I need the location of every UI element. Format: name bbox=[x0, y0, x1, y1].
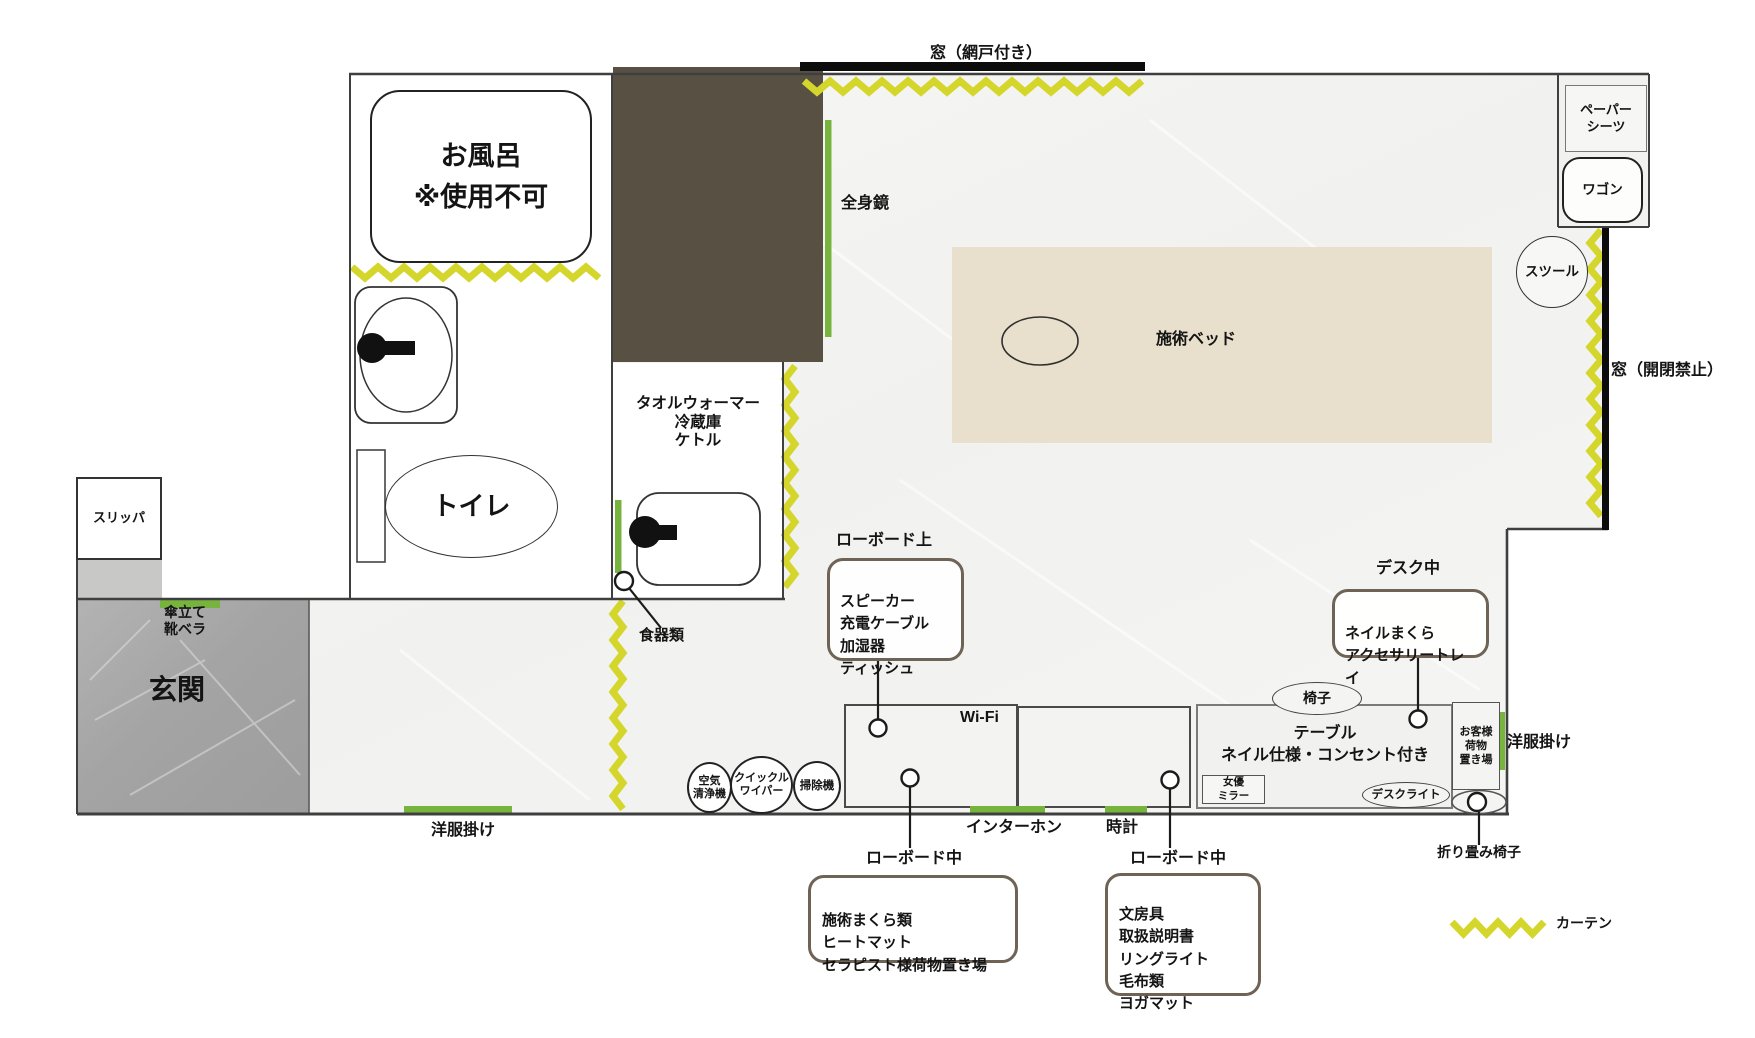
callout-lowboard-left-items: 施術まくら類 ヒートマット セラピスト様荷物置き場 bbox=[822, 911, 988, 974]
curtain-legend-label: カーテン bbox=[1556, 915, 1612, 931]
bathroom-faucet bbox=[357, 333, 387, 363]
curtain-kitchen bbox=[780, 363, 800, 590]
bathtub: お風呂 ※使用不可 bbox=[370, 90, 592, 263]
wagon-label: ワゴン bbox=[1582, 181, 1623, 197]
chair: 椅子 bbox=[1272, 682, 1362, 715]
callout-lowboard-left-title: ローボード中 bbox=[866, 850, 963, 867]
callout-lowboard-top-items: スピーカー 充電ケーブル 加湿器 ティッシュ bbox=[840, 592, 930, 678]
umbrella-bar bbox=[160, 600, 220, 608]
customer-luggage-label: お客様 荷物 置き場 bbox=[1459, 725, 1493, 767]
customer-luggage-bar bbox=[1497, 712, 1505, 770]
treatment-bed-label: 施術ベッド bbox=[1156, 331, 1237, 348]
top-window-label: 窓（網戸付き） bbox=[930, 45, 1043, 62]
bed-pillow bbox=[1001, 316, 1079, 366]
air-purifier: 空気 清浄機 bbox=[687, 762, 732, 813]
dishes-bar bbox=[615, 500, 622, 573]
clock-label: 時計 bbox=[1106, 819, 1139, 836]
callout-connectors bbox=[628, 587, 1481, 848]
customer-luggage-area: お客様 荷物 置き場 bbox=[1452, 702, 1500, 790]
kitchen-appliances-label: タオルウォーマー 冷蔵庫 ケトル bbox=[635, 395, 760, 450]
slippers-label: スリッパ bbox=[92, 510, 145, 526]
nail-table-label: テーブル ネイル仕様・コンセント付き bbox=[1220, 725, 1429, 765]
folding-chair-label: 折り畳み椅子 bbox=[1437, 844, 1521, 860]
vacuum-cleaner-label: 掃除機 bbox=[799, 779, 835, 792]
callout-lowboard-right-items: 文房具 取扱説明書 リングライト 毛布類 ヨガマット bbox=[1119, 906, 1210, 1012]
clothes-rack-right-label: 洋服掛け bbox=[1507, 734, 1572, 751]
actress-mirror: 女優 ミラー bbox=[1202, 775, 1265, 804]
stool: スツール bbox=[1516, 236, 1588, 308]
entrance-floor bbox=[77, 600, 309, 814]
lowboard-right bbox=[1017, 706, 1191, 808]
walls bbox=[76, 72, 1650, 816]
callout-lowboard-top: スピーカー 充電ケーブル 加湿器 ティッシュ bbox=[827, 558, 964, 677]
entrance-step-strip bbox=[77, 560, 162, 599]
desk-light-label: デスクライト bbox=[1371, 788, 1441, 801]
top-window bbox=[800, 62, 1145, 71]
quickle-wiper-label: クイックル ワイパー bbox=[734, 772, 789, 797]
main-room-floor bbox=[77, 75, 1649, 814]
clothes-rack-left-bar bbox=[404, 806, 512, 814]
umbrella-stand-label: 傘立て 靴ベラ bbox=[164, 604, 206, 638]
green-markers bbox=[160, 120, 1505, 814]
toilet-label: トイレ bbox=[432, 491, 511, 522]
right-window bbox=[1602, 228, 1609, 530]
toilet: トイレ bbox=[385, 455, 558, 558]
chair-label: 椅子 bbox=[1303, 689, 1331, 706]
right-window-label: 窓（開閉禁止） bbox=[1611, 362, 1724, 379]
kitchen-faucet bbox=[629, 516, 661, 548]
quickle-wiper: クイックル ワイパー bbox=[730, 756, 793, 814]
treatment-bed bbox=[952, 247, 1492, 443]
toilet-shelf bbox=[356, 449, 386, 563]
clothes-rack-left-label: 洋服掛け bbox=[431, 822, 496, 839]
entrance-texture bbox=[89, 619, 301, 796]
kitchen-sink bbox=[629, 492, 761, 586]
intercom-label: インターホン bbox=[966, 819, 1063, 836]
bathtub-label: お風呂 ※使用不可 bbox=[413, 141, 549, 212]
callout-points bbox=[613, 570, 1488, 813]
curtain-bath bbox=[349, 262, 602, 283]
clock-bar bbox=[1105, 806, 1147, 814]
callout-desk-title: デスク中 bbox=[1376, 560, 1441, 577]
wifi-label: Wi-Fi bbox=[960, 709, 999, 726]
intercom-bar bbox=[970, 806, 1045, 814]
mirror-bar bbox=[825, 120, 832, 337]
bathroom-sink bbox=[354, 286, 458, 424]
curtain-zigzags bbox=[349, 76, 1606, 940]
full-mirror-label: 全身鏡 bbox=[841, 195, 890, 212]
callout-lowboard-right: 文房具 取扱説明書 リングライト 毛布類 ヨガマット bbox=[1105, 873, 1261, 1012]
desk-light: デスクライト bbox=[1362, 782, 1450, 808]
actress-mirror-label: 女優 ミラー bbox=[1217, 776, 1250, 802]
callout-lowboard-top-title: ローボード上 bbox=[836, 532, 933, 549]
callout-lowboard-left: 施術まくら類 ヒートマット セラピスト様荷物置き場 bbox=[808, 875, 1018, 974]
dishes-label: 食器類 bbox=[639, 627, 685, 644]
stool-label: スツール bbox=[1525, 263, 1579, 279]
air-purifier-label: 空気 清浄機 bbox=[693, 774, 726, 800]
paper-sheets-box: ペーパー シーツ bbox=[1565, 85, 1647, 152]
callout-lowboard-right-title: ローボード中 bbox=[1130, 850, 1227, 867]
callout-desk: ネイルまくら アクセサリートレイ bbox=[1332, 589, 1489, 687]
curtain-corridor bbox=[608, 598, 628, 812]
curtain-legend-swatch bbox=[1449, 916, 1547, 940]
vacuum-cleaner: 掃除機 bbox=[793, 761, 841, 811]
curtain-top-window bbox=[801, 76, 1145, 97]
wagon: ワゴン bbox=[1562, 157, 1643, 223]
callout-desk-items: ネイルまくら アクセサリートレイ bbox=[1345, 624, 1465, 687]
slippers-box: スリッパ bbox=[76, 477, 162, 560]
paper-sheets-label: ペーパー シーツ bbox=[1580, 101, 1632, 134]
curtain-right-window bbox=[1585, 227, 1606, 519]
entrance-label: 玄関 bbox=[149, 674, 206, 705]
closet bbox=[613, 67, 823, 362]
